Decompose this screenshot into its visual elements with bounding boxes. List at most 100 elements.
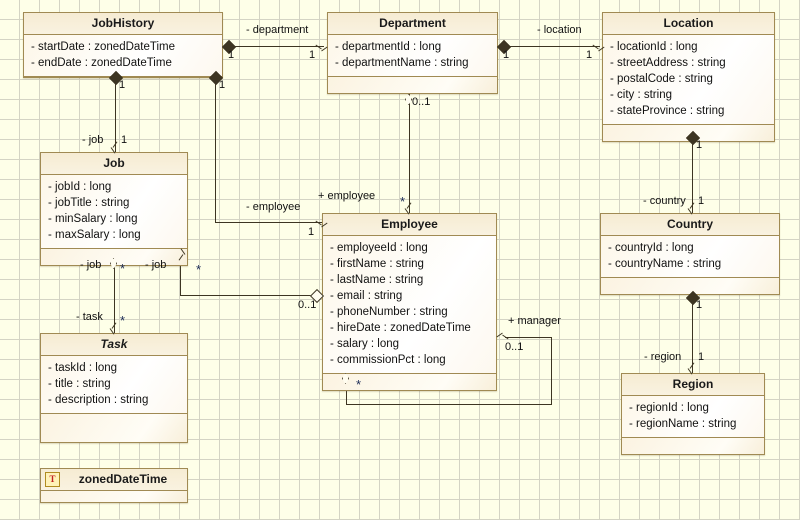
attribute-row: - countryId : long xyxy=(608,242,694,254)
attribute-row: - startDate : zonedDateTime xyxy=(31,41,176,53)
class-title-department: Department xyxy=(328,13,497,35)
label-job-to-task: - job xyxy=(80,259,102,271)
arrowhead-job-task xyxy=(110,324,119,333)
class-box-location[interactable]: Location - locationId : long - streetAdd… xyxy=(602,12,775,142)
class-title-region: Region xyxy=(622,374,764,396)
class-title-job: Job xyxy=(41,153,187,175)
class-attributes-department: - departmentId : long - departmentName :… xyxy=(328,35,497,77)
attribute-row: - city : string xyxy=(610,89,672,101)
attribute-row: - hireDate : zonedDateTime xyxy=(330,322,471,334)
class-box-zoneddatetime[interactable]: T zonedDateTime xyxy=(40,468,188,503)
mult-location-country-source: 1 xyxy=(696,139,703,151)
connector-employee-job-horizontal xyxy=(180,295,322,296)
connector-manager-top xyxy=(505,337,552,338)
attribute-row: - salary : long xyxy=(330,338,400,350)
label-employee-from-history: - employee xyxy=(246,201,301,213)
mult-department-employee-source: 0..1 xyxy=(412,96,431,108)
label-job-from-history: - job xyxy=(82,134,104,146)
mult-jobhistory-job-source: 1 xyxy=(119,79,126,91)
class-operations-location xyxy=(603,125,774,141)
attribute-row: - phoneNumber : string xyxy=(330,306,448,318)
class-box-employee[interactable]: Employee - employeeId : long - firstName… xyxy=(322,213,497,391)
connector-department-employee xyxy=(409,94,410,213)
mult-jobhistory-department-source: 1 xyxy=(228,49,235,61)
attribute-row: - endDate : zonedDateTime xyxy=(31,57,172,69)
attribute-row: - streetAddress : string xyxy=(610,57,726,69)
class-attributes-country: - countryId : long - countryName : strin… xyxy=(601,236,779,278)
mult-department-location-source: 1 xyxy=(503,49,510,61)
class-attributes-jobhistory: - startDate : zonedDateTime - endDate : … xyxy=(24,35,222,77)
label-employee-from-department: + employee xyxy=(318,190,376,202)
class-box-job[interactable]: Job - jobId : long - jobTitle : string -… xyxy=(40,152,188,266)
attribute-row: - taskId : long xyxy=(48,362,118,374)
attribute-row: - jobTitle : string xyxy=(48,197,130,209)
label-task-role: - task xyxy=(76,311,103,323)
attribute-row: - minSalary : long xyxy=(48,213,138,225)
attribute-row: - commissionPct : long xyxy=(330,354,446,366)
arrowhead-jobhistory-job xyxy=(111,143,120,152)
mult-jobhistory-job-target: 1 xyxy=(121,134,128,146)
connector-jobhistory-department xyxy=(232,46,324,47)
connector-manager-up xyxy=(551,337,552,405)
class-attributes-location: - locationId : long - streetAddress : st… xyxy=(603,35,774,125)
arrowhead-jobhistory-employee xyxy=(317,218,326,227)
class-box-region[interactable]: Region - regionId : long - regionName : … xyxy=(621,373,765,455)
mult-jobhistory-employee-target: 1 xyxy=(308,226,315,238)
connector-jobhistory-employee-horizontal xyxy=(215,222,324,223)
mult-department-location-target: 1 xyxy=(586,49,593,61)
mult-job-task-source: * xyxy=(120,261,126,276)
class-title-zoneddatetime: T zonedDateTime xyxy=(41,469,187,491)
class-operations-zoneddatetime xyxy=(41,491,187,502)
label-department-role: - department xyxy=(246,24,309,36)
arrowhead-jobhistory-department xyxy=(317,42,326,51)
class-box-country[interactable]: Country - countryId : long - countryName… xyxy=(600,213,780,295)
class-operations-department xyxy=(328,77,497,93)
attribute-row: - locationId : long xyxy=(610,41,698,53)
arrowhead-department-employee xyxy=(405,204,414,213)
attribute-row: - lastName : string xyxy=(330,274,424,286)
mult-location-country-target: 1 xyxy=(698,195,705,207)
attribute-row: - maxSalary : long xyxy=(48,229,141,241)
class-operations-country xyxy=(601,278,779,294)
class-operations-task xyxy=(41,414,187,442)
diamond-job-task xyxy=(110,258,117,269)
attribute-row: - description : string xyxy=(48,394,149,406)
label-manager-role: + manager xyxy=(508,315,561,327)
label-job-from-employee: - job xyxy=(145,259,167,271)
attribute-row: - postalCode : string xyxy=(610,73,713,85)
mult-department-employee-target: * xyxy=(400,194,406,209)
class-title-jobhistory: JobHistory xyxy=(24,13,222,35)
class-title-employee: Employee xyxy=(323,214,496,236)
mult-country-region-target: 1 xyxy=(698,351,705,363)
connector-manager-bottom xyxy=(346,404,552,405)
diamond-department-employee xyxy=(405,94,412,105)
arrowhead-country-region xyxy=(688,364,697,373)
class-box-task[interactable]: Task - taskId : long - title : string - … xyxy=(40,333,188,443)
class-attributes-task: - taskId : long - title : string - descr… xyxy=(41,356,187,414)
attribute-row: - email : string xyxy=(330,290,403,302)
attribute-row: - stateProvince : string xyxy=(610,105,725,117)
mult-employee-manager-target: 0..1 xyxy=(505,341,524,353)
class-operations-region xyxy=(622,438,764,454)
class-title-location: Location xyxy=(603,13,774,35)
attribute-row: - regionName : string xyxy=(629,418,737,430)
attribute-row: - regionId : long xyxy=(629,402,709,414)
attribute-row: - employeeId : long xyxy=(330,242,428,254)
attribute-row: - departmentName : string xyxy=(335,57,469,69)
connector-country-region xyxy=(692,295,693,373)
attribute-row: - jobId : long xyxy=(48,181,112,193)
mult-employee-job-target: * xyxy=(196,262,202,277)
label-location-role: - location xyxy=(537,24,582,36)
mult-job-task-target: * xyxy=(120,313,126,328)
connector-job-task xyxy=(114,251,115,333)
class-attributes-region: - regionId : long - regionName : string xyxy=(622,396,764,438)
connector-jobhistory-job xyxy=(115,72,116,152)
class-box-department[interactable]: Department - departmentId : long - depar… xyxy=(327,12,498,94)
class-attributes-job: - jobId : long - jobTitle : string - min… xyxy=(41,175,187,249)
label-country-role: - country xyxy=(643,195,686,207)
class-title-task: Task xyxy=(41,334,187,356)
class-box-jobhistory[interactable]: JobHistory - startDate : zonedDateTime -… xyxy=(23,12,223,78)
mult-country-region-source: 1 xyxy=(696,299,703,311)
attribute-row: - countryName : string xyxy=(608,258,722,270)
